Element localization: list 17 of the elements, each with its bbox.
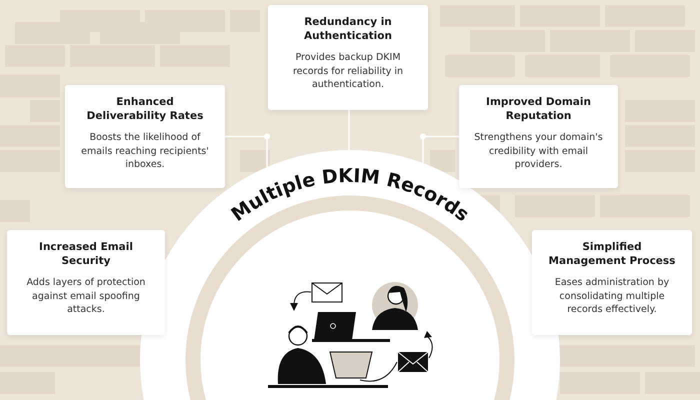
card-heading: Enhanced Deliverability Rates	[86, 95, 204, 123]
card-heading: Redundancy in Authentication	[303, 15, 393, 43]
card-description: Boosts the likelihood of emails reaching recipients' inboxes.	[80, 131, 210, 172]
card-heading: Improved Domain Reputation	[485, 95, 592, 123]
card-description: Strengthens your domain's credibility with email providers.	[474, 131, 603, 172]
connector-line	[225, 136, 268, 168]
card-heading: Increased Email Security	[38, 240, 134, 268]
card-description: Provides backup DKIM records for reliability in authentication.	[292, 51, 404, 92]
connector-line	[348, 110, 350, 150]
info-card	[7, 230, 165, 335]
info-card	[532, 230, 692, 335]
connector-line	[422, 136, 459, 164]
card-description: Eases administration by consolidating multiple records effectively.	[554, 276, 670, 316]
card-description: Adds layers of protection against email spoofing attacks.	[26, 276, 146, 316]
card-heading: Simplified Management Process	[548, 240, 676, 268]
info-card	[65, 85, 225, 188]
info-card	[268, 5, 428, 110]
